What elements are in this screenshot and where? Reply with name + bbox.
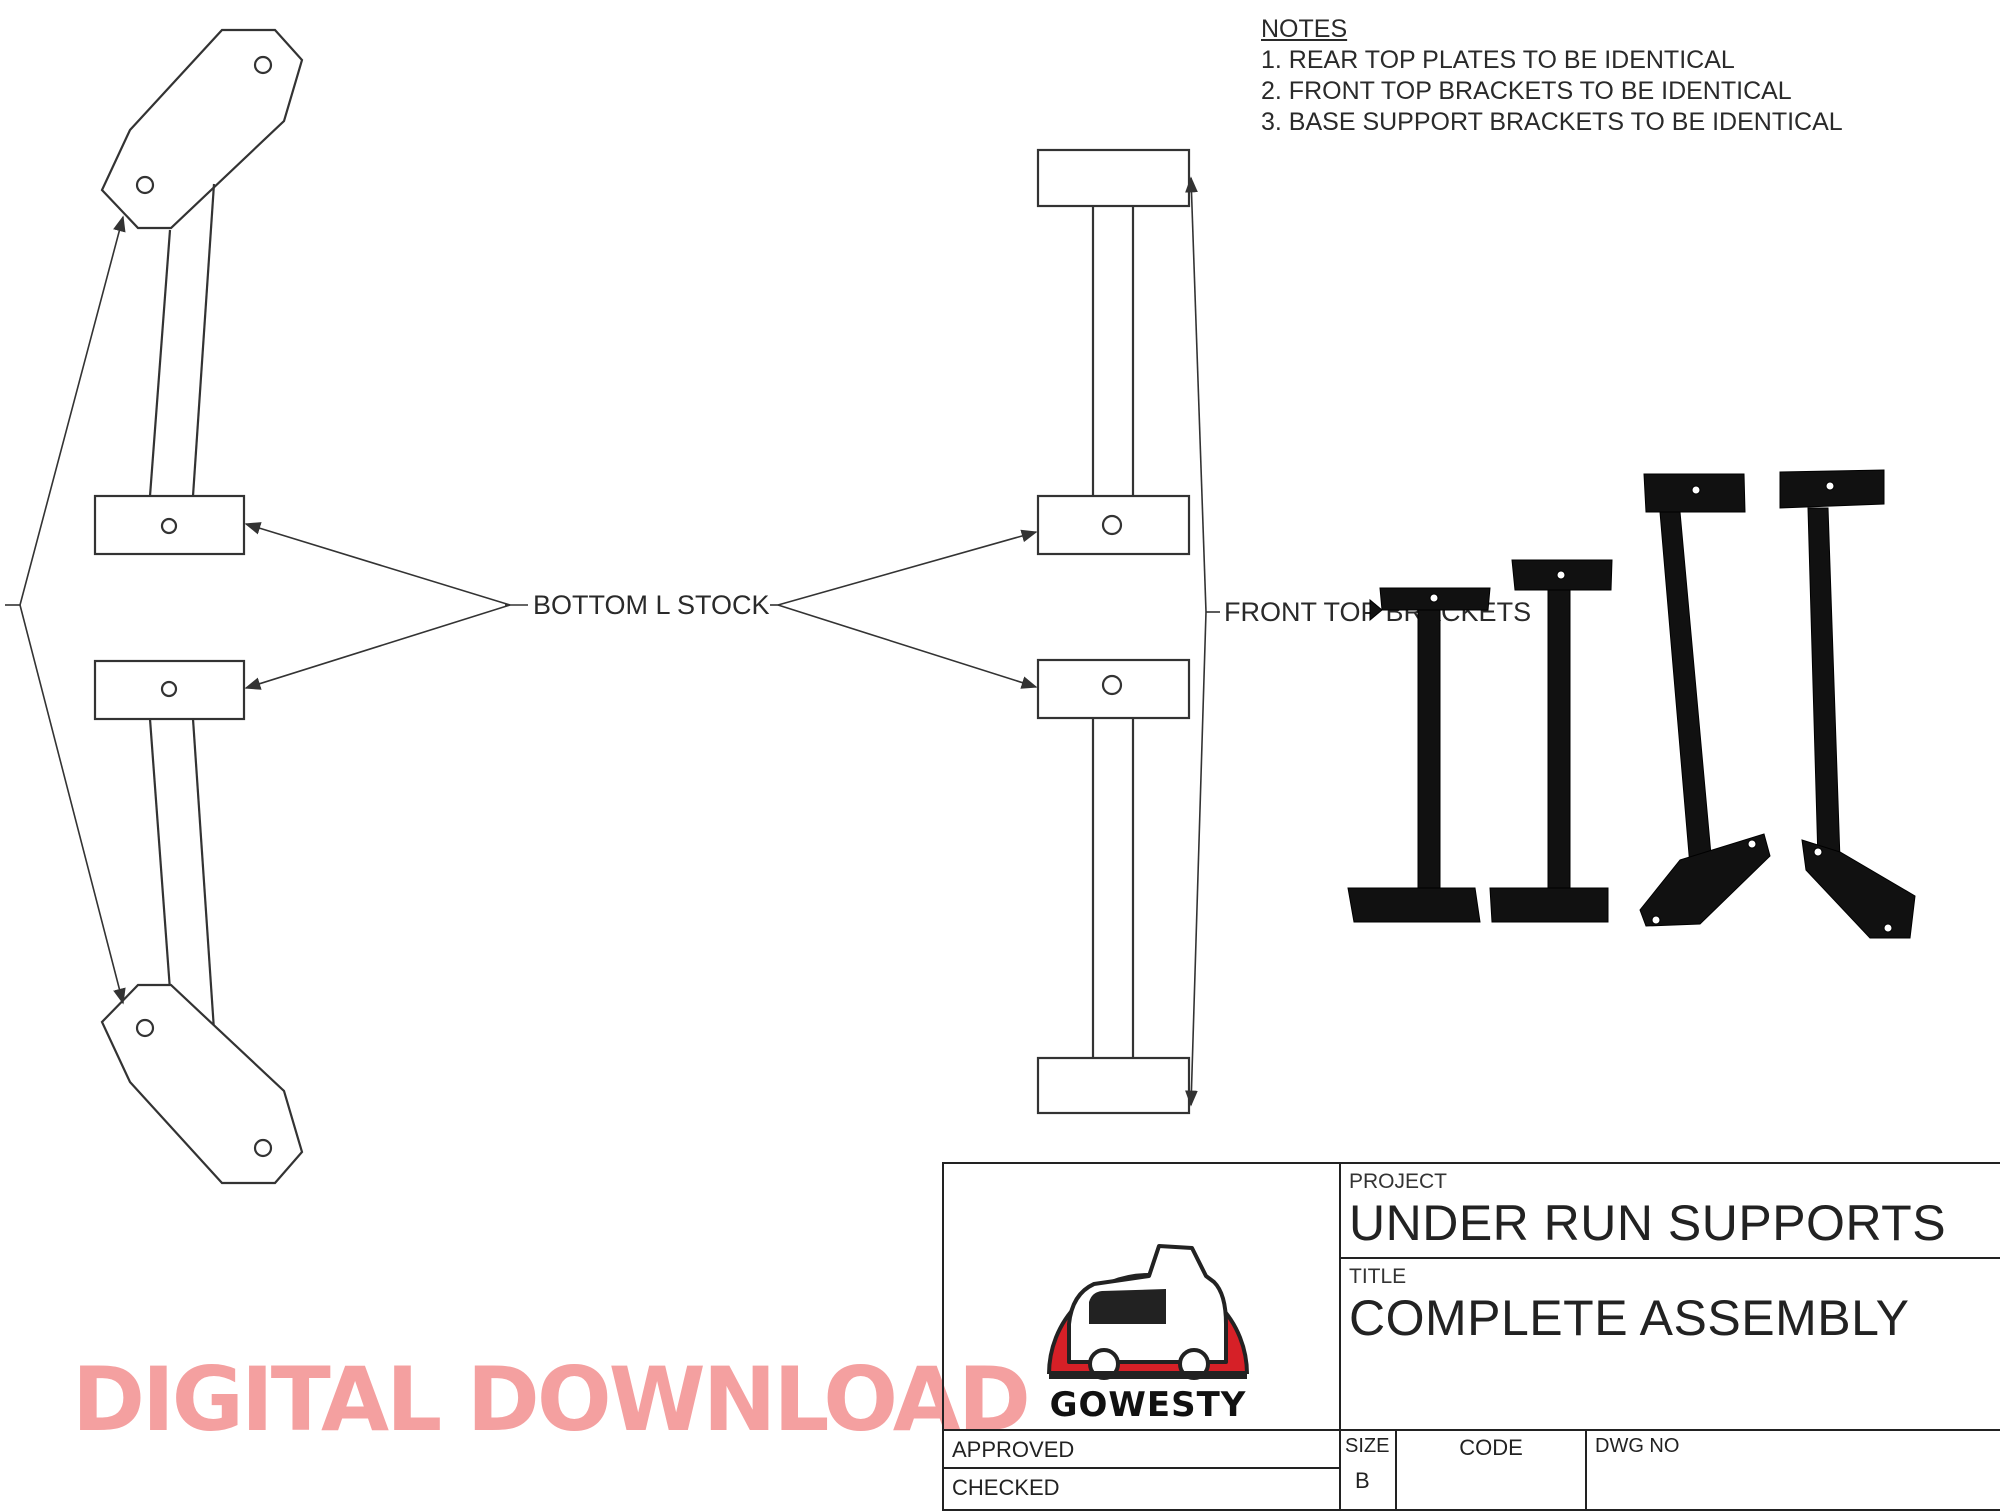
approved-cell: APPROVED (944, 1429, 1341, 1467)
gowesty-van-logo-icon: GOWESTY (1047, 1244, 1249, 1425)
project-label: PROJECT (1349, 1170, 1448, 1193)
approved-label: APPROVED (952, 1437, 1075, 1462)
project-name: UNDER RUN SUPPORTS (1349, 1195, 1947, 1251)
base-plate-upper-right (1036, 494, 1191, 556)
front-bracket-photo-2 (1489, 559, 1613, 923)
post-lower-left-a (148, 718, 172, 991)
base-plate-upper-left (93, 494, 246, 556)
bottom-l-stock-label: BOTTOM L STOCK (533, 590, 770, 621)
rear-top-plate-upper (100, 28, 304, 230)
notes-block: NOTES 1. REAR TOP PLATES TO BE IDENTICAL… (1261, 14, 1843, 138)
title-label: TITLE (1349, 1265, 1407, 1288)
rear-top-plate-lower (100, 983, 304, 1185)
product-photo (1347, 469, 1916, 939)
note-item: 1. REAR TOP PLATES TO BE IDENTICAL (1261, 46, 1735, 74)
dwg-cell: DWG NO (1587, 1429, 2000, 1509)
logo-text: GOWESTY (1050, 1385, 1247, 1425)
code-label: CODE (1459, 1435, 1523, 1460)
project-cell: PROJECT UNDER RUN SUPPORTS (1341, 1164, 2000, 1259)
dwg-label: DWG NO (1595, 1435, 1680, 1457)
post-lower-left-b (191, 718, 216, 1031)
notes-heading: NOTES (1261, 15, 1348, 43)
size-value: B (1355, 1468, 1370, 1493)
digital-download-label: DIGITAL DOWNLOAD (72, 1348, 1031, 1451)
post-upper-left-a (148, 229, 172, 497)
post-upper-left-b (191, 183, 216, 497)
code-cell: CODE (1397, 1429, 1587, 1509)
rear-bracket-photo-2 (1779, 469, 1916, 939)
front-top-plate-upper (1036, 148, 1191, 208)
front-bracket-photo-1 (1347, 587, 1491, 923)
size-cell: SIZE B (1341, 1429, 1397, 1509)
note-item: 3. BASE SUPPORT BRACKETS TO BE IDENTICAL (1261, 108, 1843, 136)
size-label: SIZE (1345, 1435, 1390, 1457)
logo-cell: GOWESTY (944, 1164, 1341, 1429)
front-top-plate-lower (1036, 1056, 1191, 1115)
note-item: 2. FRONT TOP BRACKETS TO BE IDENTICAL (1261, 77, 1792, 105)
base-plate-lower-left (93, 659, 246, 721)
base-plate-lower-right (1036, 658, 1191, 720)
checked-label: CHECKED (952, 1475, 1060, 1500)
rear-bracket-photo-1 (1639, 473, 1771, 927)
title-block: GOWESTY PROJECT UNDER RUN SUPPORTS TITLE… (942, 1162, 2000, 1511)
title-cell: TITLE COMPLETE ASSEMBLY (1341, 1259, 2000, 1429)
drawing-title: COMPLETE ASSEMBLY (1349, 1290, 1910, 1346)
checked-cell: CHECKED (944, 1467, 1341, 1509)
